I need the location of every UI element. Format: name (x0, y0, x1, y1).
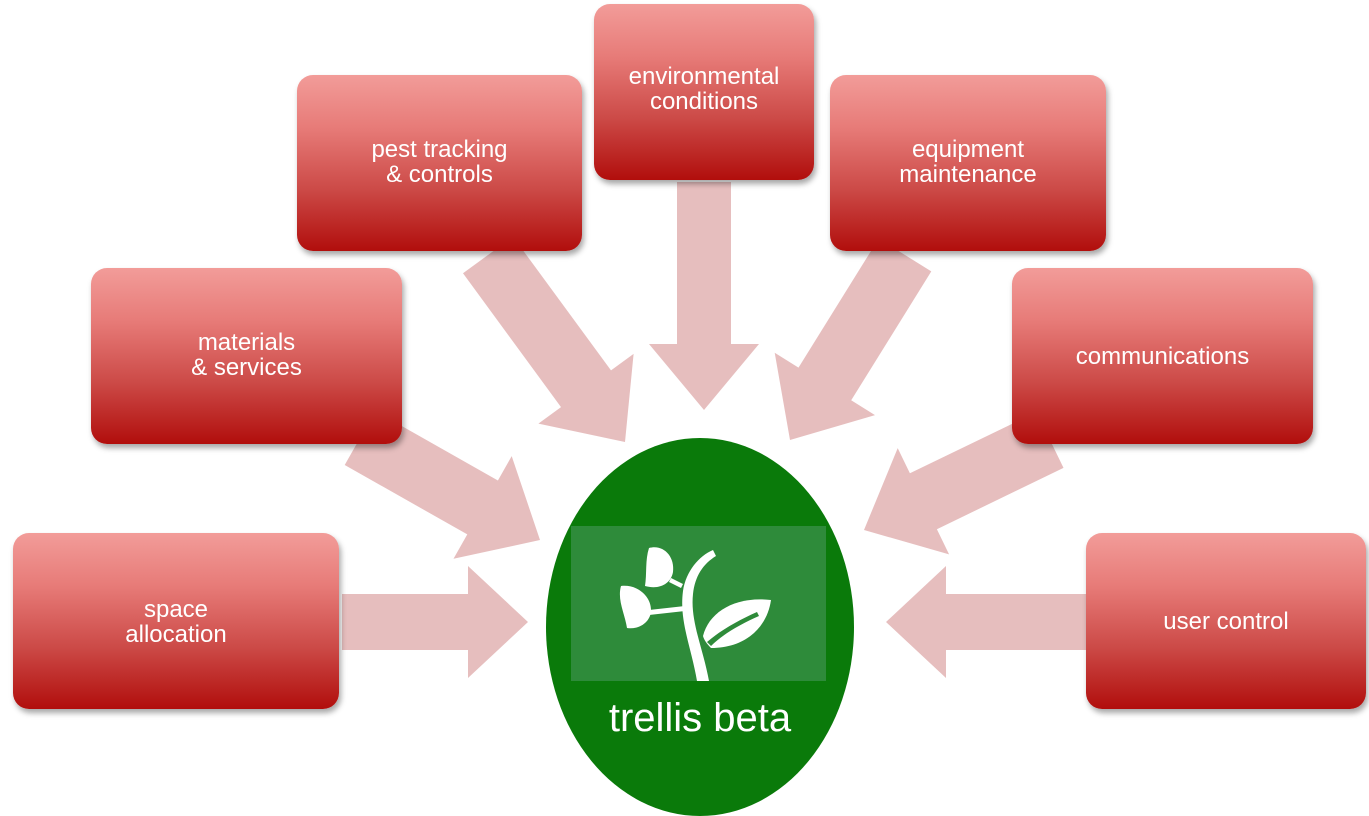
node-label: space allocation (125, 596, 227, 649)
node-materials-services: materials & services (91, 268, 402, 444)
node-pest-tracking: pest tracking & controls (297, 75, 582, 251)
node-space-allocation: space allocation (13, 533, 339, 709)
node-label: environmental conditions (628, 63, 780, 116)
node-label: user control (1163, 608, 1289, 635)
arrow-equip-to-center (774, 238, 932, 440)
arrow-pest-to-center (463, 236, 634, 442)
node-communications: communications (1012, 268, 1313, 444)
center-label: trellis beta (608, 696, 792, 740)
node-environmental-conditions: environmental conditions (594, 4, 814, 180)
node-equipment-maintenance: equipment maintenance (830, 75, 1106, 251)
arrow-env-to-center (649, 182, 759, 410)
arrow-materials-to-center (344, 411, 540, 559)
node-label: equipment maintenance (899, 136, 1037, 189)
node-label: materials & services (191, 329, 302, 382)
node-label: pest tracking & controls (371, 136, 508, 189)
arrow-space-to-center (342, 566, 528, 678)
sprout-leaf-icon (619, 547, 771, 681)
arrow-comm-to-center (864, 412, 1064, 555)
node-user-control: user control (1086, 533, 1366, 709)
arrow-user-to-center (886, 566, 1086, 678)
node-label: communications (1075, 343, 1250, 370)
